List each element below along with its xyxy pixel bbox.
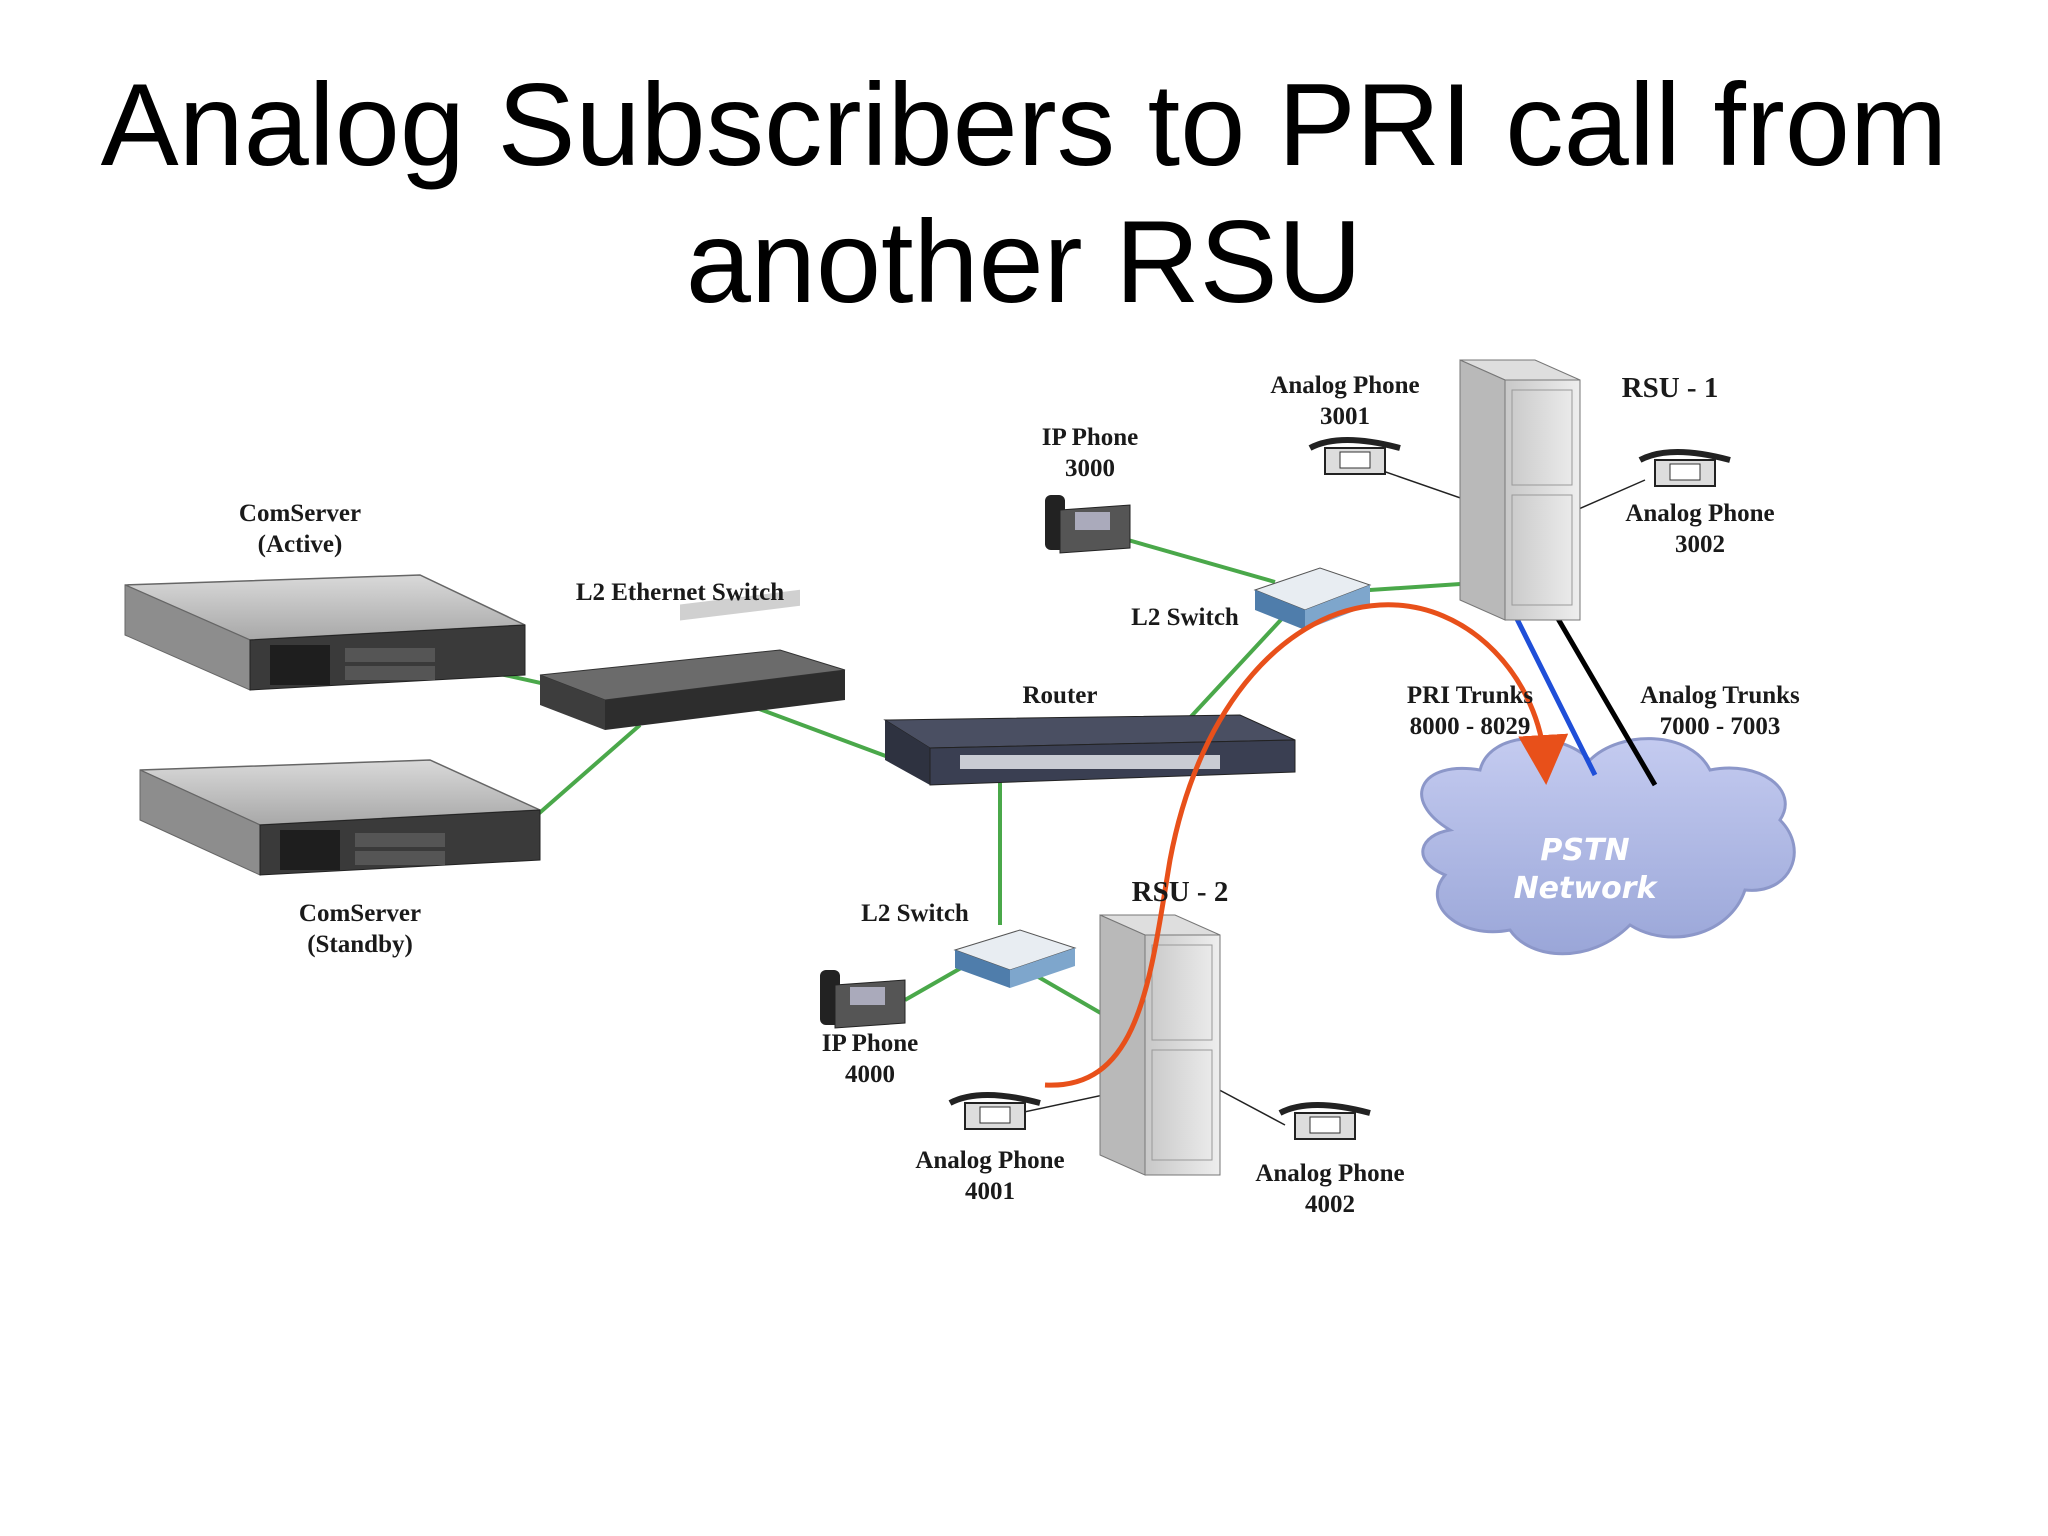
analog-phone-4001-name: Analog Phone: [915, 1147, 1065, 1174]
slide-title-line-2: another RSU: [685, 196, 1363, 327]
router-icon: [883, 714, 1296, 786]
pri-trunks-range: 8000 - 8029: [1409, 713, 1531, 740]
comserver-active-name: ComServer: [238, 500, 362, 527]
analog-phone-4001-number: 4001: [965, 1178, 1015, 1205]
link-rsu1-analog-trunks-to-pstn: [1547, 603, 1658, 787]
analog-phone-3001-number: 3001: [1320, 403, 1370, 430]
pstn-label-line-2: Network: [1513, 871, 1657, 906]
analog-trunks-label: Analog Trunks 7000 - 7003: [1615, 680, 1825, 742]
analog-phone-3002-name: Analog Phone: [1625, 500, 1775, 527]
l2-switch-bottom-icon: [953, 929, 1077, 988]
pstn-cloud: [1420, 737, 1796, 956]
link-ethernet-switch-to-router: [734, 698, 911, 767]
analog-phone-4001-icon: [948, 1092, 1041, 1130]
l2-switch-top-icon: [1253, 567, 1372, 630]
analog-phone-3001-label: Analog Phone 3001: [1250, 370, 1440, 432]
ip-phone-4000-number: 4000: [845, 1061, 895, 1088]
analog-trunks-name: Analog Trunks: [1640, 682, 1800, 709]
ip-phone-3000-number: 3000: [1065, 455, 1115, 482]
call-path-arrow: [1044, 602, 1569, 1088]
analog-phone-4002-label: Analog Phone 4002: [1235, 1158, 1425, 1220]
l2-switch-top-label: L2 Switch: [1131, 604, 1239, 631]
pri-trunks-label: PRI Trunks 8000 - 8029: [1385, 680, 1555, 742]
ip-phone-3000-label: IP Phone 3000: [1020, 422, 1160, 484]
rsu2-label: RSU - 2: [1131, 876, 1229, 908]
analog-phone-3002-icon: [1638, 449, 1731, 487]
router-label: Router: [1022, 682, 1098, 709]
comserver-active-state: (Active): [257, 531, 343, 558]
analog-trunks-range: 7000 - 7003: [1659, 713, 1781, 740]
l2-ethernet-switch-icon: [539, 589, 846, 730]
comserver-standby-label: ComServer (Standby): [270, 898, 450, 960]
ip-phone-3000-name: IP Phone: [1041, 424, 1139, 451]
analog-phone-3002-number: 3002: [1675, 531, 1725, 558]
pstn-label-line-1: PSTN: [1540, 833, 1630, 868]
pri-trunks-name: PRI Trunks: [1406, 682, 1534, 709]
ip-phone-4000-icon: [820, 970, 906, 1029]
ip-phone-4000-label: IP Phone 4000: [800, 1028, 940, 1090]
comserver-standby-icon: [139, 759, 541, 876]
link-analog-phone-4002-to-rsu2: [1209, 1084, 1286, 1126]
analog-phone-4002-icon: [1278, 1102, 1371, 1140]
ip-phone-4000-name: IP Phone: [821, 1030, 919, 1057]
comserver-active-icon: [124, 574, 526, 691]
rsu1-cabinet-icon: [1459, 359, 1581, 621]
comserver-standby-state: (Standby): [307, 931, 413, 958]
rsu1-label: RSU - 1: [1621, 372, 1719, 404]
l2-ethernet-switch-label: L2 Ethernet Switch: [575, 579, 785, 606]
slide-title-line-1: Analog Subscribers to PRI call from: [100, 59, 1948, 190]
comserver-active-label: ComServer (Active): [215, 498, 385, 560]
analog-phone-4002-name: Analog Phone: [1255, 1160, 1405, 1187]
ip-phone-3000-icon: [1045, 495, 1131, 554]
analog-phone-3002-label: Analog Phone 3002: [1605, 498, 1795, 560]
comserver-standby-name: ComServer: [298, 900, 422, 927]
analog-phone-4002-number: 4002: [1305, 1191, 1355, 1218]
rsu2-cabinet-icon: [1099, 914, 1221, 1176]
l2-switch-bottom-label: L2 Switch: [861, 900, 969, 927]
pstn-label: PSTN Network: [1490, 832, 1680, 908]
analog-phone-3001-name: Analog Phone: [1270, 372, 1420, 399]
analog-phone-4001-label: Analog Phone 4001: [895, 1145, 1085, 1207]
analog-phone-3001-icon: [1308, 437, 1401, 475]
link-rsu1-pri-to-pstn: [1507, 603, 1598, 777]
